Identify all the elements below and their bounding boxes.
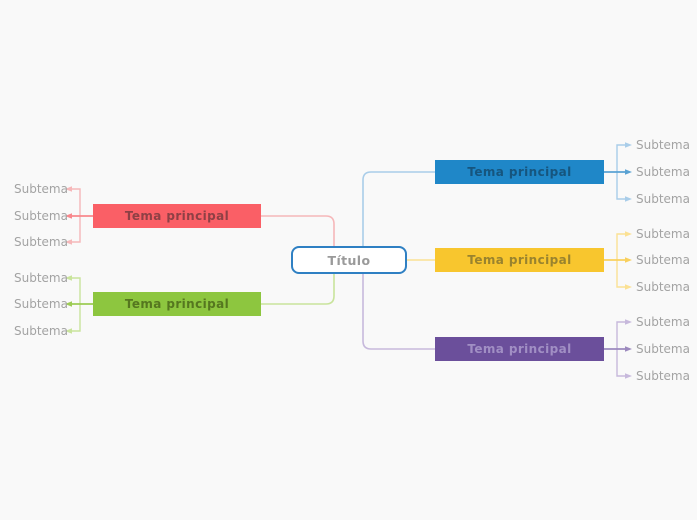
topic-node-green[interactable]: Tema principal <box>93 292 261 316</box>
subtopic-label[interactable]: Subtema <box>636 192 690 206</box>
subtopic-bracket-purple <box>616 321 625 377</box>
subtopic-bracket-yellow <box>616 233 625 288</box>
arrow-icon <box>625 169 632 175</box>
arrow-icon <box>625 346 632 352</box>
topic-label: Tema principal <box>124 297 230 311</box>
subtopic-label[interactable]: Subtema <box>636 342 690 356</box>
subtopic-label[interactable]: Subtema <box>636 315 690 329</box>
arrow-icon <box>625 142 632 148</box>
subtopic-label[interactable]: Subtema <box>636 253 690 267</box>
subtopic-label[interactable]: Subtema <box>14 182 68 196</box>
subtopic-bracket-green <box>72 277 81 332</box>
topic-label: Tema principal <box>467 342 572 356</box>
topic-label: Tema principal <box>124 209 230 223</box>
root-topic-label: Título <box>327 252 371 268</box>
topic-node-purple[interactable]: Tema principal <box>435 337 604 361</box>
topic-node-blue[interactable]: Tema principal <box>435 160 604 184</box>
subtopic-label[interactable]: Subtema <box>636 280 690 294</box>
subtopic-label[interactable]: Subtema <box>14 297 68 311</box>
topic-label: Tema principal <box>467 165 572 179</box>
arrow-icon <box>625 284 632 290</box>
arrow-icon <box>625 373 632 379</box>
subtopic-label[interactable]: Subtema <box>14 271 68 285</box>
topic-label: Tema principal <box>467 253 572 267</box>
topic-node-yellow[interactable]: Tema principal <box>435 248 604 272</box>
root-connector-purple <box>362 274 435 350</box>
root-connector-blue <box>362 171 435 246</box>
subtopic-label[interactable]: Subtema <box>636 227 690 241</box>
topic-node-red[interactable]: Tema principal <box>93 204 261 228</box>
root-connector-red <box>261 215 335 246</box>
arrow-icon <box>625 231 632 237</box>
root-topic-node[interactable]: Título <box>291 246 407 274</box>
arrow-icon <box>625 196 632 202</box>
subtopic-label[interactable]: Subtema <box>14 324 68 338</box>
subtopic-label[interactable]: Subtema <box>14 235 68 249</box>
arrow-icon <box>625 319 632 325</box>
arrow-icon <box>625 257 632 263</box>
subtopic-label[interactable]: Subtema <box>14 209 68 223</box>
root-connector-green <box>261 274 335 305</box>
subtopic-label[interactable]: Subtema <box>636 369 690 383</box>
subtopic-label[interactable]: Subtema <box>636 138 690 152</box>
subtopic-label[interactable]: Subtema <box>636 165 690 179</box>
subtopic-bracket-blue <box>616 144 625 200</box>
subtopic-bracket-red <box>72 188 81 243</box>
